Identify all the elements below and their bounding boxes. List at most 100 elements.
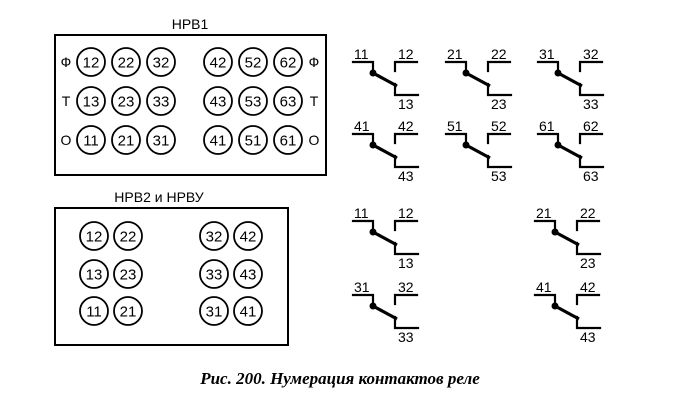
terminal-number: 23 <box>118 94 135 111</box>
side-label: О <box>61 132 72 148</box>
no-label: 33 <box>583 96 599 112</box>
common-lead <box>351 132 375 146</box>
terminal-circle <box>111 125 141 155</box>
terminal-number: 42 <box>210 55 227 72</box>
terminal-number: 11 <box>86 304 102 321</box>
terminal: 62 <box>273 47 303 77</box>
terminal-number: 52 <box>245 55 262 72</box>
terminal-circle <box>113 259 143 289</box>
terminal: 31 <box>199 296 229 326</box>
terminal-number: 12 <box>83 55 100 72</box>
no-lead <box>486 82 513 97</box>
terminal-number: 11 <box>83 133 99 150</box>
contact-blade <box>372 143 398 160</box>
nc-lead <box>393 132 419 145</box>
terminal: 42 <box>203 47 233 77</box>
nc-label: 42 <box>398 118 414 134</box>
contact-blade <box>465 71 491 88</box>
terminal-number: 62 <box>280 55 297 72</box>
nc-label: 52 <box>491 118 507 134</box>
terminal-number: 41 <box>240 304 257 321</box>
terminal-number: 12 <box>86 229 103 246</box>
common-lead <box>351 219 375 233</box>
terminal-number: 32 <box>153 55 170 72</box>
terminal-number: 21 <box>118 133 135 150</box>
terminal: 51 <box>238 125 268 155</box>
common-label: 41 <box>354 118 370 134</box>
side-label: Ф <box>61 54 72 70</box>
contact-blade <box>557 143 583 160</box>
terminal: 61 <box>273 125 303 155</box>
contact-blade <box>554 230 580 247</box>
nc-label: 22 <box>491 46 507 62</box>
nc-label: 32 <box>583 46 599 62</box>
terminal-circle <box>76 86 106 116</box>
terminal-circle <box>76 125 106 155</box>
side-label: Т <box>62 93 71 109</box>
terminal-circle <box>146 47 176 77</box>
common-label: 11 <box>354 205 369 221</box>
terminal-circle <box>273 86 303 116</box>
terminal-number: 22 <box>118 55 135 72</box>
contact-blade <box>554 304 580 321</box>
terminal: 41 <box>233 296 263 326</box>
nc-label: 32 <box>398 279 414 295</box>
terminal-circle <box>238 125 268 155</box>
common-label: 21 <box>536 205 552 221</box>
terminal-circle <box>111 86 141 116</box>
terminal-number: 33 <box>206 267 223 284</box>
terminal: 12 <box>76 47 106 77</box>
terminal-circle <box>199 221 229 251</box>
terminal-circle <box>273 47 303 77</box>
nc-lead <box>578 132 604 145</box>
terminal: 43 <box>233 259 263 289</box>
common-label: 41 <box>536 279 552 295</box>
panel-hpb1-title: НРВ1 <box>172 16 209 32</box>
common-lead <box>444 60 468 74</box>
terminal: 53 <box>238 86 268 116</box>
terminal-circle <box>111 47 141 77</box>
common-lead <box>351 293 375 307</box>
no-lead <box>393 241 420 256</box>
figure-caption: Рис. 200. Нумерация контактов реле <box>199 369 480 388</box>
terminal-number: 22 <box>120 229 137 246</box>
no-label: 13 <box>398 96 414 112</box>
terminal-circle <box>203 86 233 116</box>
common-lead <box>536 60 560 74</box>
no-label: 43 <box>398 168 414 184</box>
no-lead <box>486 154 513 169</box>
terminal: 12 <box>79 221 109 251</box>
terminal: 42 <box>233 221 263 251</box>
terminal-circle <box>203 125 233 155</box>
no-lead <box>393 154 420 169</box>
terminal: 11 <box>79 296 109 326</box>
no-lead <box>578 82 605 97</box>
no-label: 53 <box>491 168 507 184</box>
terminal-number: 63 <box>280 94 297 111</box>
side-label: О <box>309 132 320 148</box>
terminal-circle <box>233 259 263 289</box>
terminal-number: 13 <box>83 94 100 111</box>
terminal: 23 <box>111 86 141 116</box>
common-lead <box>533 219 557 233</box>
contact-blade <box>372 230 398 247</box>
contact-blade <box>465 143 491 160</box>
terminal-number: 51 <box>245 133 262 150</box>
relay-contact: 41 42 43 <box>351 118 420 184</box>
terminal: 13 <box>79 259 109 289</box>
terminal: 31 <box>146 125 176 155</box>
contact-blade <box>372 304 398 321</box>
terminal: 33 <box>146 86 176 116</box>
common-label: 31 <box>354 279 370 295</box>
nc-lead <box>578 60 604 73</box>
